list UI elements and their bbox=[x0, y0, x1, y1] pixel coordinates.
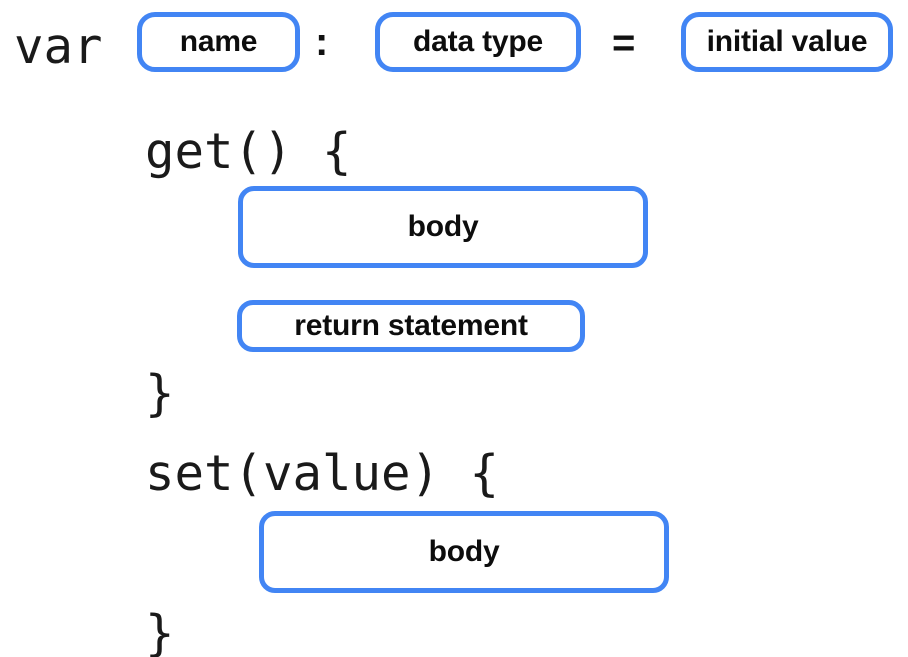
operator-colon: : bbox=[315, 20, 329, 64]
placeholder-setter-body-box[interactable]: body bbox=[259, 511, 669, 593]
placeholder-initial-value-label: initial value bbox=[706, 25, 868, 58]
placeholder-initial-value-box[interactable]: initial value bbox=[681, 12, 893, 72]
placeholder-getter-body-label: body bbox=[407, 210, 479, 243]
placeholder-getter-body-box[interactable]: body bbox=[238, 186, 648, 268]
keyword-get-open: get() { bbox=[145, 123, 352, 180]
placeholder-return-statement-box[interactable]: return statement bbox=[237, 300, 585, 352]
placeholder-name-label: name bbox=[179, 25, 258, 58]
operator-equals: = bbox=[612, 21, 636, 65]
placeholder-data-type-box[interactable]: data type bbox=[375, 12, 581, 72]
placeholder-return-statement-label: return statement bbox=[294, 309, 528, 342]
placeholder-setter-body-label: body bbox=[428, 535, 500, 568]
keyword-get-close-brace: } bbox=[145, 365, 175, 422]
keyword-set-close-brace: } bbox=[145, 605, 175, 657]
keyword-set-open: set(value) { bbox=[145, 445, 500, 502]
keyword-var: var bbox=[14, 18, 103, 75]
placeholder-name-box[interactable]: name bbox=[137, 12, 300, 72]
placeholder-data-type-label: data type bbox=[413, 25, 543, 58]
